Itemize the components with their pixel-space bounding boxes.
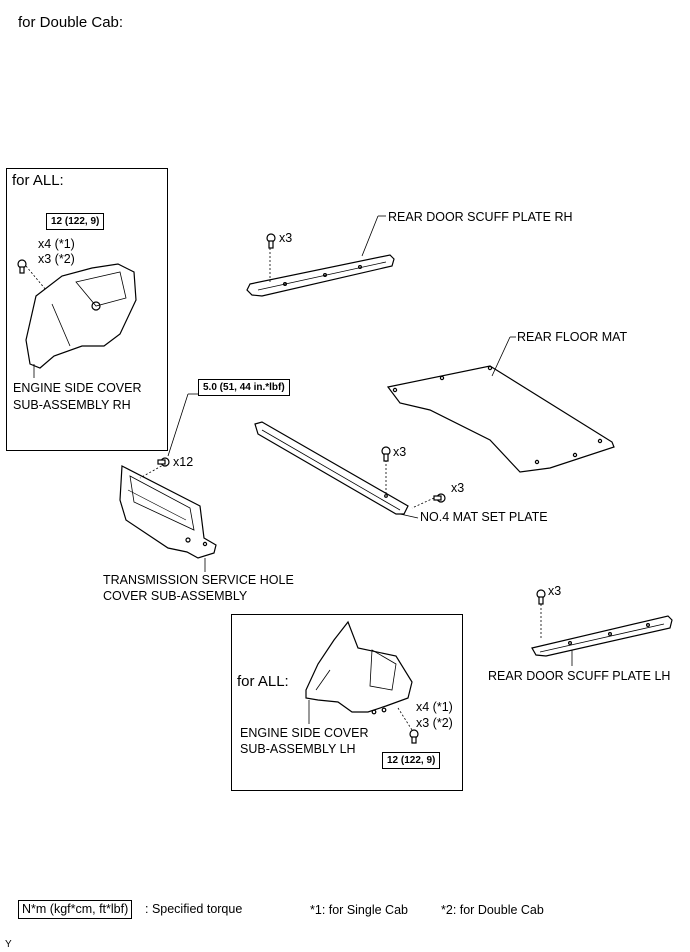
label-rear-door-scuff-plate-lh: REAR DOOR SCUFF PLATE LH [488, 669, 671, 683]
bolt-engine-lh-drawing [409, 729, 419, 744]
qty-engine-rh-single: x4 (*1) [38, 237, 75, 251]
label-engine-cover-lh-line1: ENGINE SIDE COVER [240, 726, 369, 740]
label-transmission-cover-line1: TRANSMISSION SERVICE HOLE [103, 573, 294, 587]
transmission-service-hole-cover-drawing [119, 393, 217, 572]
engine-side-cover-lh-drawing [305, 620, 413, 731]
label-engine-cover-lh-line2: SUB-ASSEMBLY LH [240, 742, 356, 756]
torque-engine-rh: 12 (122, 9) [46, 213, 105, 230]
bolt-scuff-lh-drawing [536, 589, 546, 605]
no4-mat-set-plate-drawing [254, 421, 419, 519]
qty-scuff-rh: x3 [279, 231, 293, 245]
page-title: for Double Cab: [18, 14, 124, 31]
qty-engine-lh-single: x4 (*1) [416, 700, 453, 714]
torque-transmission: 5.0 (51, 44 in.*lbf) [198, 379, 290, 396]
bolt-mat-plate-a-drawing [381, 446, 391, 462]
legend-note-double-cab: *2: for Double Cab [441, 903, 544, 917]
rear-door-scuff-plate-rh-drawing [246, 215, 395, 297]
label-rear-floor-mat: REAR FLOOR MAT [517, 330, 628, 344]
rear-door-scuff-plate-lh-drawing [531, 604, 673, 666]
bolt-engine-rh-drawing [17, 259, 27, 274]
label-transmission-cover-line2: COVER SUB-ASSEMBLY [103, 589, 248, 603]
torque-engine-lh: 12 (122, 9) [382, 752, 441, 769]
label-engine-cover-rh-line2: SUB-ASSEMBLY RH [13, 398, 131, 412]
engine-side-cover-rh-drawing [25, 263, 137, 378]
legend-torque-unit: N*m (kgf*cm, ft*lbf) [18, 900, 133, 919]
bolt-transmission-drawing [157, 457, 170, 467]
bolt-mat-plate-b-drawing [411, 493, 446, 509]
qty-engine-lh-double: x3 (*2) [416, 716, 453, 730]
qty-scuff-lh: x3 [548, 584, 562, 598]
bolt-scuff-rh-drawing [266, 233, 276, 249]
legend-note-single-cab: *1: for Single Cab [310, 903, 408, 917]
footer-code: Y [5, 939, 12, 950]
qty-transmission: x12 [173, 455, 194, 469]
label-engine-cover-rh-line1: ENGINE SIDE COVER [13, 381, 142, 395]
legend-torque-desc: : Specified torque [145, 902, 243, 916]
lh-box-heading: for ALL: [237, 673, 289, 690]
rear-floor-mat-drawing [386, 336, 615, 473]
rh-box-heading: for ALL: [12, 172, 64, 189]
label-no4-mat-set-plate: NO.4 MAT SET PLATE [420, 510, 548, 524]
qty-mat-plate-a: x3 [393, 445, 407, 459]
qty-engine-rh-double: x3 (*2) [38, 252, 75, 266]
label-rear-door-scuff-plate-rh: REAR DOOR SCUFF PLATE RH [388, 210, 573, 224]
qty-mat-plate-b: x3 [451, 481, 465, 495]
